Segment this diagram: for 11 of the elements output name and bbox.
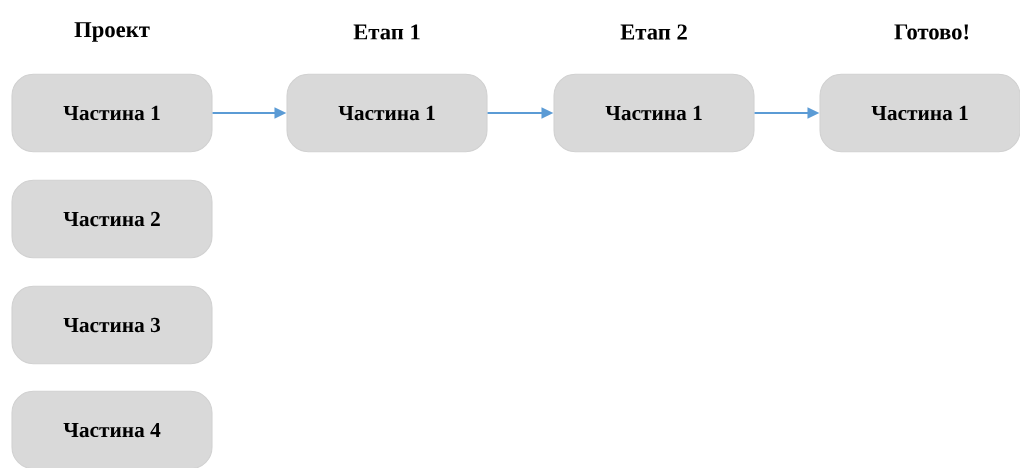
column-heading: Готово! xyxy=(894,24,969,40)
rounded-box: Частина 1 xyxy=(553,73,755,153)
rounded-box: Частина 1 xyxy=(819,73,1020,153)
column-heading: Етап 2 xyxy=(620,24,687,40)
rounded-box: Частина 1 xyxy=(286,73,488,153)
column-heading: Етап 1 xyxy=(353,24,420,40)
rounded-box: Частина 2 xyxy=(11,179,213,259)
column-heading: Проект xyxy=(74,22,150,42)
rounded-box: Частина 4 xyxy=(11,390,213,468)
rounded-box: Частина 3 xyxy=(11,285,213,365)
rounded-box: Частина 1 xyxy=(11,73,213,153)
